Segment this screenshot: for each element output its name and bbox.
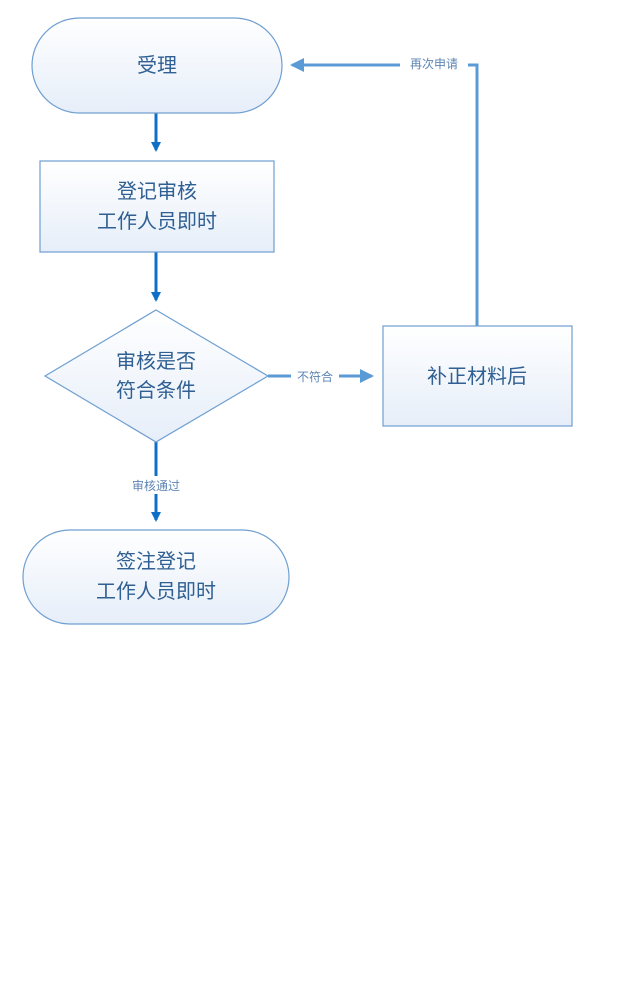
- edge-label-reapply: 再次申请: [410, 57, 458, 71]
- node-endorse-line2: 工作人员即时: [96, 579, 216, 603]
- node-endorse-line1: 签注登记: [116, 549, 196, 573]
- node-accept: [31, 17, 283, 114]
- node-decision-line1: 审核是否: [116, 349, 196, 373]
- edge-label-not-meet: 不符合: [297, 369, 333, 384]
- label-bg-approved: [122, 476, 190, 494]
- node-endorse: [22, 529, 290, 625]
- node-decision-line2: 符合条件: [116, 378, 196, 402]
- node-decision: [43, 309, 270, 443]
- label-bg-not-meet: [291, 367, 339, 385]
- node-supplement-label: 补正材料后: [427, 364, 527, 388]
- node-register-review-line2: 工作人员即时: [97, 209, 217, 233]
- edge-supplement-to-accept: [290, 58, 479, 326]
- label-bg-reapply: [400, 56, 468, 74]
- edge-label-approved: 审核通过: [132, 478, 180, 493]
- node-register-review-line1: 登记审核: [117, 179, 197, 203]
- node-register-review: [39, 160, 275, 253]
- node-supplement: [382, 325, 573, 427]
- node-accept-label: 受理: [137, 53, 177, 77]
